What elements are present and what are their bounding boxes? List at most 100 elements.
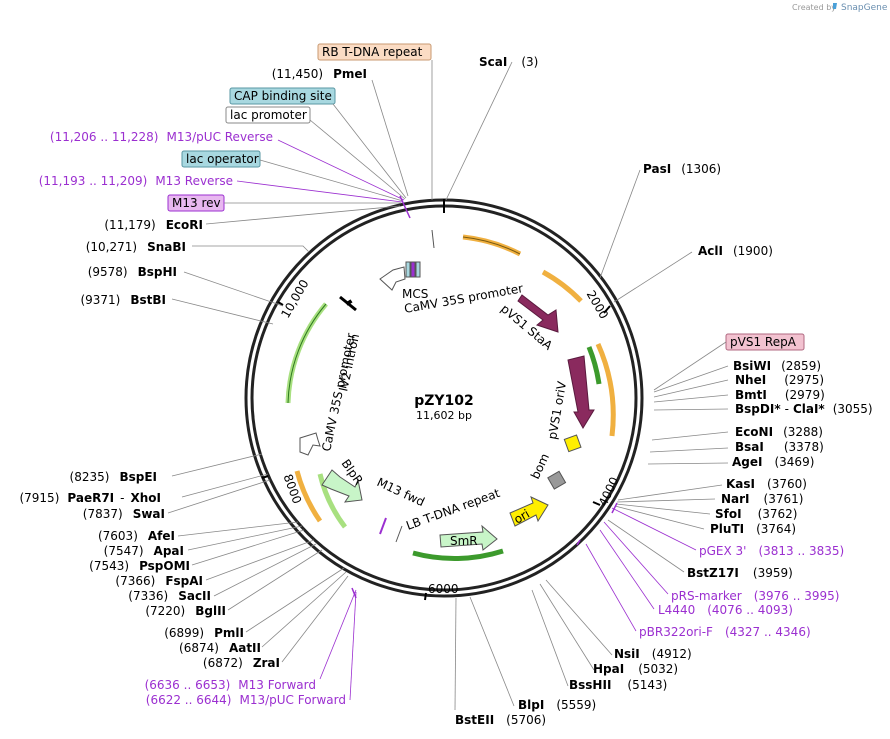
enzyme-scai-name: ScaI: [479, 55, 507, 69]
enzyme-bsai-pos: (3378): [784, 440, 824, 454]
enzyme-clai-star: *: [818, 402, 825, 416]
feature-arc-green-bottom-right: [412, 548, 504, 561]
leader-ecori: [205, 205, 401, 225]
enzyme-nsii-name: NsiI: [614, 647, 640, 661]
enzyme-afei-name: AfeI: [148, 529, 175, 543]
enzyme-bspdi-name: BspDI: [735, 402, 774, 416]
leader-m13-reverse: [236, 180, 403, 203]
outer-ring-features: [285, 234, 616, 561]
box-rb-tdna: [317, 43, 432, 61]
enzyme-pluti-name: PluTI: [710, 522, 744, 536]
primer-tick-rev: [399, 195, 411, 219]
enzyme-pspomi-pos: (7543): [89, 559, 129, 573]
enzyme-bsphi: (9578)BspHI: [88, 265, 177, 279]
enzyme-bglii-name: BglII: [195, 604, 226, 618]
leader-swai: [167, 479, 271, 514]
leader-agei: [647, 462, 729, 465]
enzyme-sacii: (7336)SacII: [128, 589, 211, 603]
tick-6000: [424, 592, 427, 601]
enzyme-afei-pos: (7603): [98, 529, 138, 543]
primer-labels: (11,206 .. 11,228)M13/pUC Reverse (11,19…: [39, 130, 844, 707]
leader-pasi: [599, 169, 641, 279]
label-ori: ori: [512, 507, 533, 527]
enzyme-bsphi-name: BspHI: [138, 265, 177, 279]
leader-cap: [332, 103, 407, 199]
enzyme-nhei-pos: (2975): [784, 373, 824, 387]
primer-m13-puc-forward-name: M13/pUC Forward: [239, 693, 346, 707]
enzyme-scai: ScaI (3): [479, 55, 538, 69]
enzyme-bspei-pos: (8235): [70, 470, 110, 484]
enzyme-econi: EcoNI(3288): [735, 425, 823, 439]
mcs-arrow: [379, 266, 406, 291]
iv2-intron-mark-head: [345, 299, 353, 306]
enzyme-bstz17i: BstZ17I(3959): [687, 566, 793, 580]
primer-prs-marker: pRS-marker(3976 .. 3995): [671, 589, 839, 603]
enzyme-nhei-name: NheI: [735, 373, 766, 387]
enzyme-bsshii-pos: (5143): [627, 678, 667, 692]
primer-m13-puc-reverse: (11,206 .. 11,228)M13/pUC Reverse: [50, 130, 273, 144]
enzyme-scai-pos: (3): [521, 55, 538, 69]
enzyme-pasi: PasI(1306): [643, 162, 721, 176]
feature-cap-box: [405, 261, 411, 278]
enzyme-sfoi-pos: (3762): [758, 507, 798, 521]
enzyme-pmli-pos: (6899): [164, 626, 204, 640]
enzyme-bglii-pos: (7220): [145, 604, 185, 618]
enzyme-paer7i-xhoi: (7915)PaeR7I-XhoI: [19, 491, 161, 505]
leader-hpai: [539, 583, 595, 671]
label-pvs1-oriv: pVS1 oriV: [545, 379, 569, 440]
leader-pluti: [614, 505, 705, 530]
inner-features: [299, 229, 595, 551]
label-mcs: MCS: [402, 287, 428, 301]
leader-bstbi: [171, 298, 274, 325]
enzyme-xhoi-name: XhoI: [130, 491, 161, 505]
enzyme-bspdi-star: *: [774, 402, 781, 416]
primer-tick-pgex: [611, 502, 618, 514]
leader-scai: [445, 61, 513, 201]
primer-m13-reverse: (11,193 .. 11,209) M13 Reverse: [39, 174, 233, 188]
enzyme-swai: (7837)SwaI: [83, 507, 165, 521]
primer-pgex3-name: pGEX 3': [699, 544, 746, 558]
leader-sacii: [213, 543, 317, 597]
enzyme-bspdi-clai: BspDI*-ClaI*(3055): [735, 402, 873, 416]
plasmid-size: 11,602 bp: [416, 409, 472, 422]
box-pvs1-repa-label: pVS1 RepA: [730, 335, 797, 349]
enzyme-pmli-name: PmlI: [214, 626, 244, 640]
leader-m13-forward: [319, 589, 357, 680]
enzyme-snabi-name: SnaBI: [147, 240, 186, 254]
enzyme-econi-name: EcoNI: [735, 425, 773, 439]
tick-10000: [277, 301, 284, 306]
enzyme-bsshii: BssHII(5143): [569, 678, 667, 692]
primer-m13-reverse-name: M13 Reverse: [155, 174, 233, 188]
ori-arrow: [509, 496, 549, 527]
primer-m13-puc-reverse-name: M13/pUC Reverse: [167, 130, 274, 144]
leader-sfoi: [615, 503, 711, 515]
leader-repa: [653, 341, 727, 391]
pvs1-oriv-box: [563, 434, 582, 453]
primer-m13-reverse-range: (11,193 .. 11,209): [39, 174, 148, 188]
leader-snabi: [192, 245, 310, 253]
leader-aatii: [261, 571, 347, 648]
enzyme-nari: NarI(3761): [721, 492, 803, 506]
primer-prs-marker-range: (3976 .. 3995): [754, 589, 840, 603]
feature-arc-orange-repa: [595, 342, 616, 437]
enzyme-ecori-name: EcoRI: [166, 218, 203, 232]
pvs1-staa-arrow: [517, 294, 559, 333]
enzyme-pspomi: (7543)PspOMI: [89, 559, 190, 573]
tick-label-2000: 2000: [584, 288, 611, 321]
smr-arrow: [439, 524, 498, 551]
enzyme-pasi-pos: (1306): [681, 162, 721, 176]
enzyme-blpi: BlpI(5559): [518, 698, 596, 712]
primer-l4440: L4440(4076 .. 4093): [658, 603, 793, 617]
leader-m13-puc-rev: [277, 139, 405, 201]
primer-m13-puc-forward-range: (6622 .. 6644): [146, 693, 232, 707]
enzyme-snabi-pos: (10,271): [86, 240, 137, 254]
feature-arc-green-left-line: [287, 303, 327, 404]
enzyme-clai-name: ClaI: [793, 402, 818, 416]
enzyme-bmti: BmtI(2979): [735, 388, 825, 402]
enzyme-pmli: (6899) PmlI: [164, 626, 244, 640]
enzyme-zrai-name: ZraI: [253, 656, 280, 670]
leader-kasi: [617, 484, 723, 501]
boxed-feature-labels: RB T-DNA repeat CAP binding site lac pro…: [167, 43, 805, 351]
enzyme-acli-name: AclI: [698, 244, 723, 258]
